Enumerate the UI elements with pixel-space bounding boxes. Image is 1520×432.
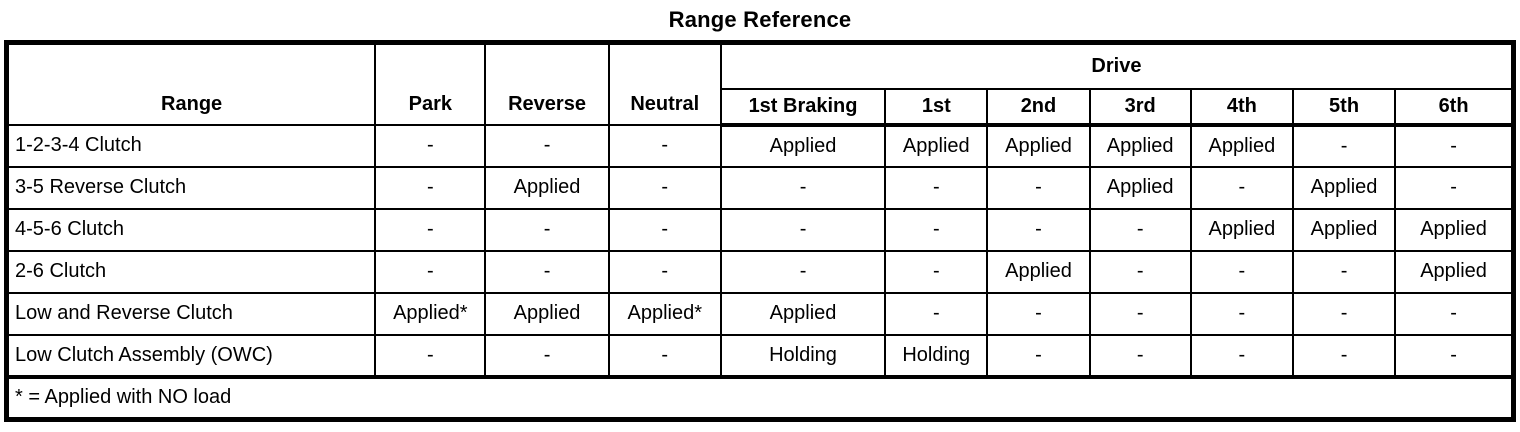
- cell: -: [719, 249, 887, 294]
- cell: -: [607, 165, 722, 210]
- cell: Applied: [719, 123, 887, 168]
- cell: -: [374, 165, 487, 210]
- cell: -: [1394, 123, 1515, 168]
- header-row-sub: 1st Braking 1st 2nd 3rd 4th 5th 6th: [7, 87, 1515, 127]
- cell: Applied: [1291, 165, 1397, 210]
- row-label: Low and Reverse Clutch: [5, 291, 377, 336]
- cell: -: [719, 207, 887, 252]
- cell: Applied*: [374, 291, 487, 336]
- row-label: 1-2-3-4 Clutch: [5, 123, 377, 168]
- row-label: 2-6 Clutch: [5, 249, 377, 294]
- cell: -: [484, 123, 610, 168]
- cell: Applied: [1394, 207, 1515, 252]
- cell: -: [607, 207, 722, 252]
- cell: -: [986, 207, 1091, 252]
- cell: Applied: [884, 123, 989, 168]
- cell: -: [884, 165, 989, 210]
- cell: -: [1291, 291, 1397, 336]
- row-label: 3-5 Reverse Clutch: [5, 165, 377, 210]
- table-row: 2-6 Clutch - - - - - Applied - - - Appli…: [5, 249, 1515, 294]
- cell: -: [1088, 333, 1192, 378]
- cell: -: [986, 291, 1091, 336]
- cell: -: [884, 249, 989, 294]
- cell: -: [1291, 249, 1397, 294]
- table-header: Range Park Reverse Neutral Drive 1st Bra…: [5, 41, 1515, 127]
- cell: Applied: [484, 291, 610, 336]
- col-header-2nd: 2nd: [986, 87, 1091, 127]
- col-header-range: Range: [5, 41, 377, 126]
- cell: -: [374, 333, 487, 378]
- cell: Applied: [1189, 207, 1294, 252]
- footnote: * = Applied with NO load: [5, 374, 1515, 421]
- cell: -: [1291, 333, 1397, 378]
- cell: -: [884, 207, 989, 252]
- cell: -: [1189, 333, 1294, 378]
- cell: -: [607, 333, 722, 378]
- table-row: Low and Reverse Clutch Applied* Applied …: [5, 291, 1515, 336]
- cell: -: [1291, 123, 1397, 168]
- table-footer: * = Applied with NO load: [5, 374, 1515, 421]
- col-header-drive: Drive: [719, 41, 1515, 90]
- cell: -: [1394, 333, 1515, 378]
- cell: -: [374, 207, 487, 252]
- cell: Applied: [1394, 249, 1515, 294]
- cell: Holding: [719, 333, 887, 378]
- cell: Applied: [986, 123, 1091, 168]
- cell: -: [374, 123, 487, 168]
- col-header-1st: 1st: [884, 87, 989, 127]
- cell: -: [884, 291, 989, 336]
- row-label: 4-5-6 Clutch: [5, 207, 377, 252]
- range-reference-table: Range Park Reverse Neutral Drive 1st Bra…: [4, 40, 1516, 422]
- cell: -: [484, 333, 610, 378]
- cell: -: [1394, 165, 1515, 210]
- row-label: Low Clutch Assembly (OWC): [5, 333, 377, 378]
- table-row: 3-5 Reverse Clutch - Applied - - - - App…: [5, 165, 1515, 210]
- cell: Applied: [484, 165, 610, 210]
- cell: -: [986, 165, 1091, 210]
- cell: -: [484, 249, 610, 294]
- col-header-6th: 6th: [1394, 87, 1515, 127]
- col-header-reverse: Reverse: [484, 41, 610, 126]
- cell: -: [719, 165, 887, 210]
- cell: -: [1189, 249, 1294, 294]
- footnote-row: * = Applied with NO load: [5, 374, 1515, 421]
- col-header-4th: 4th: [1189, 87, 1294, 127]
- cell: -: [986, 333, 1091, 378]
- col-header-3rd: 3rd: [1088, 87, 1192, 127]
- cell: Applied: [1088, 123, 1192, 168]
- col-header-1st-braking: 1st Braking: [719, 87, 887, 127]
- table-row: Low Clutch Assembly (OWC) - - - Holding …: [5, 333, 1515, 378]
- cell: Applied: [1189, 123, 1294, 168]
- cell: Applied*: [607, 291, 722, 336]
- cell: -: [374, 249, 487, 294]
- table-row: 1-2-3-4 Clutch - - - Applied Applied App…: [5, 123, 1515, 168]
- cell: Holding: [884, 333, 989, 378]
- header-row-top: Range Park Reverse Neutral Drive: [5, 41, 1515, 126]
- cell: Applied: [1291, 207, 1397, 252]
- col-header-park: Park: [374, 41, 487, 126]
- col-header-neutral: Neutral: [607, 41, 722, 126]
- col-header-5th: 5th: [1291, 87, 1397, 127]
- cell: -: [607, 123, 722, 168]
- cell: -: [1088, 249, 1192, 294]
- cell: -: [607, 249, 722, 294]
- cell: Applied: [719, 291, 887, 336]
- cell: -: [1088, 291, 1192, 336]
- cell: -: [484, 207, 610, 252]
- table-row: 4-5-6 Clutch - - - - - - - Applied Appli…: [5, 207, 1515, 252]
- table-body: 1-2-3-4 Clutch - - - Applied Applied App…: [5, 123, 1515, 378]
- cell: -: [1189, 165, 1294, 210]
- cell: -: [1189, 291, 1294, 336]
- cell: Applied: [1088, 165, 1192, 210]
- cell: -: [1394, 291, 1515, 336]
- cell: Applied: [986, 249, 1091, 294]
- page-title: Range Reference: [668, 7, 852, 32]
- cell: -: [1088, 207, 1192, 252]
